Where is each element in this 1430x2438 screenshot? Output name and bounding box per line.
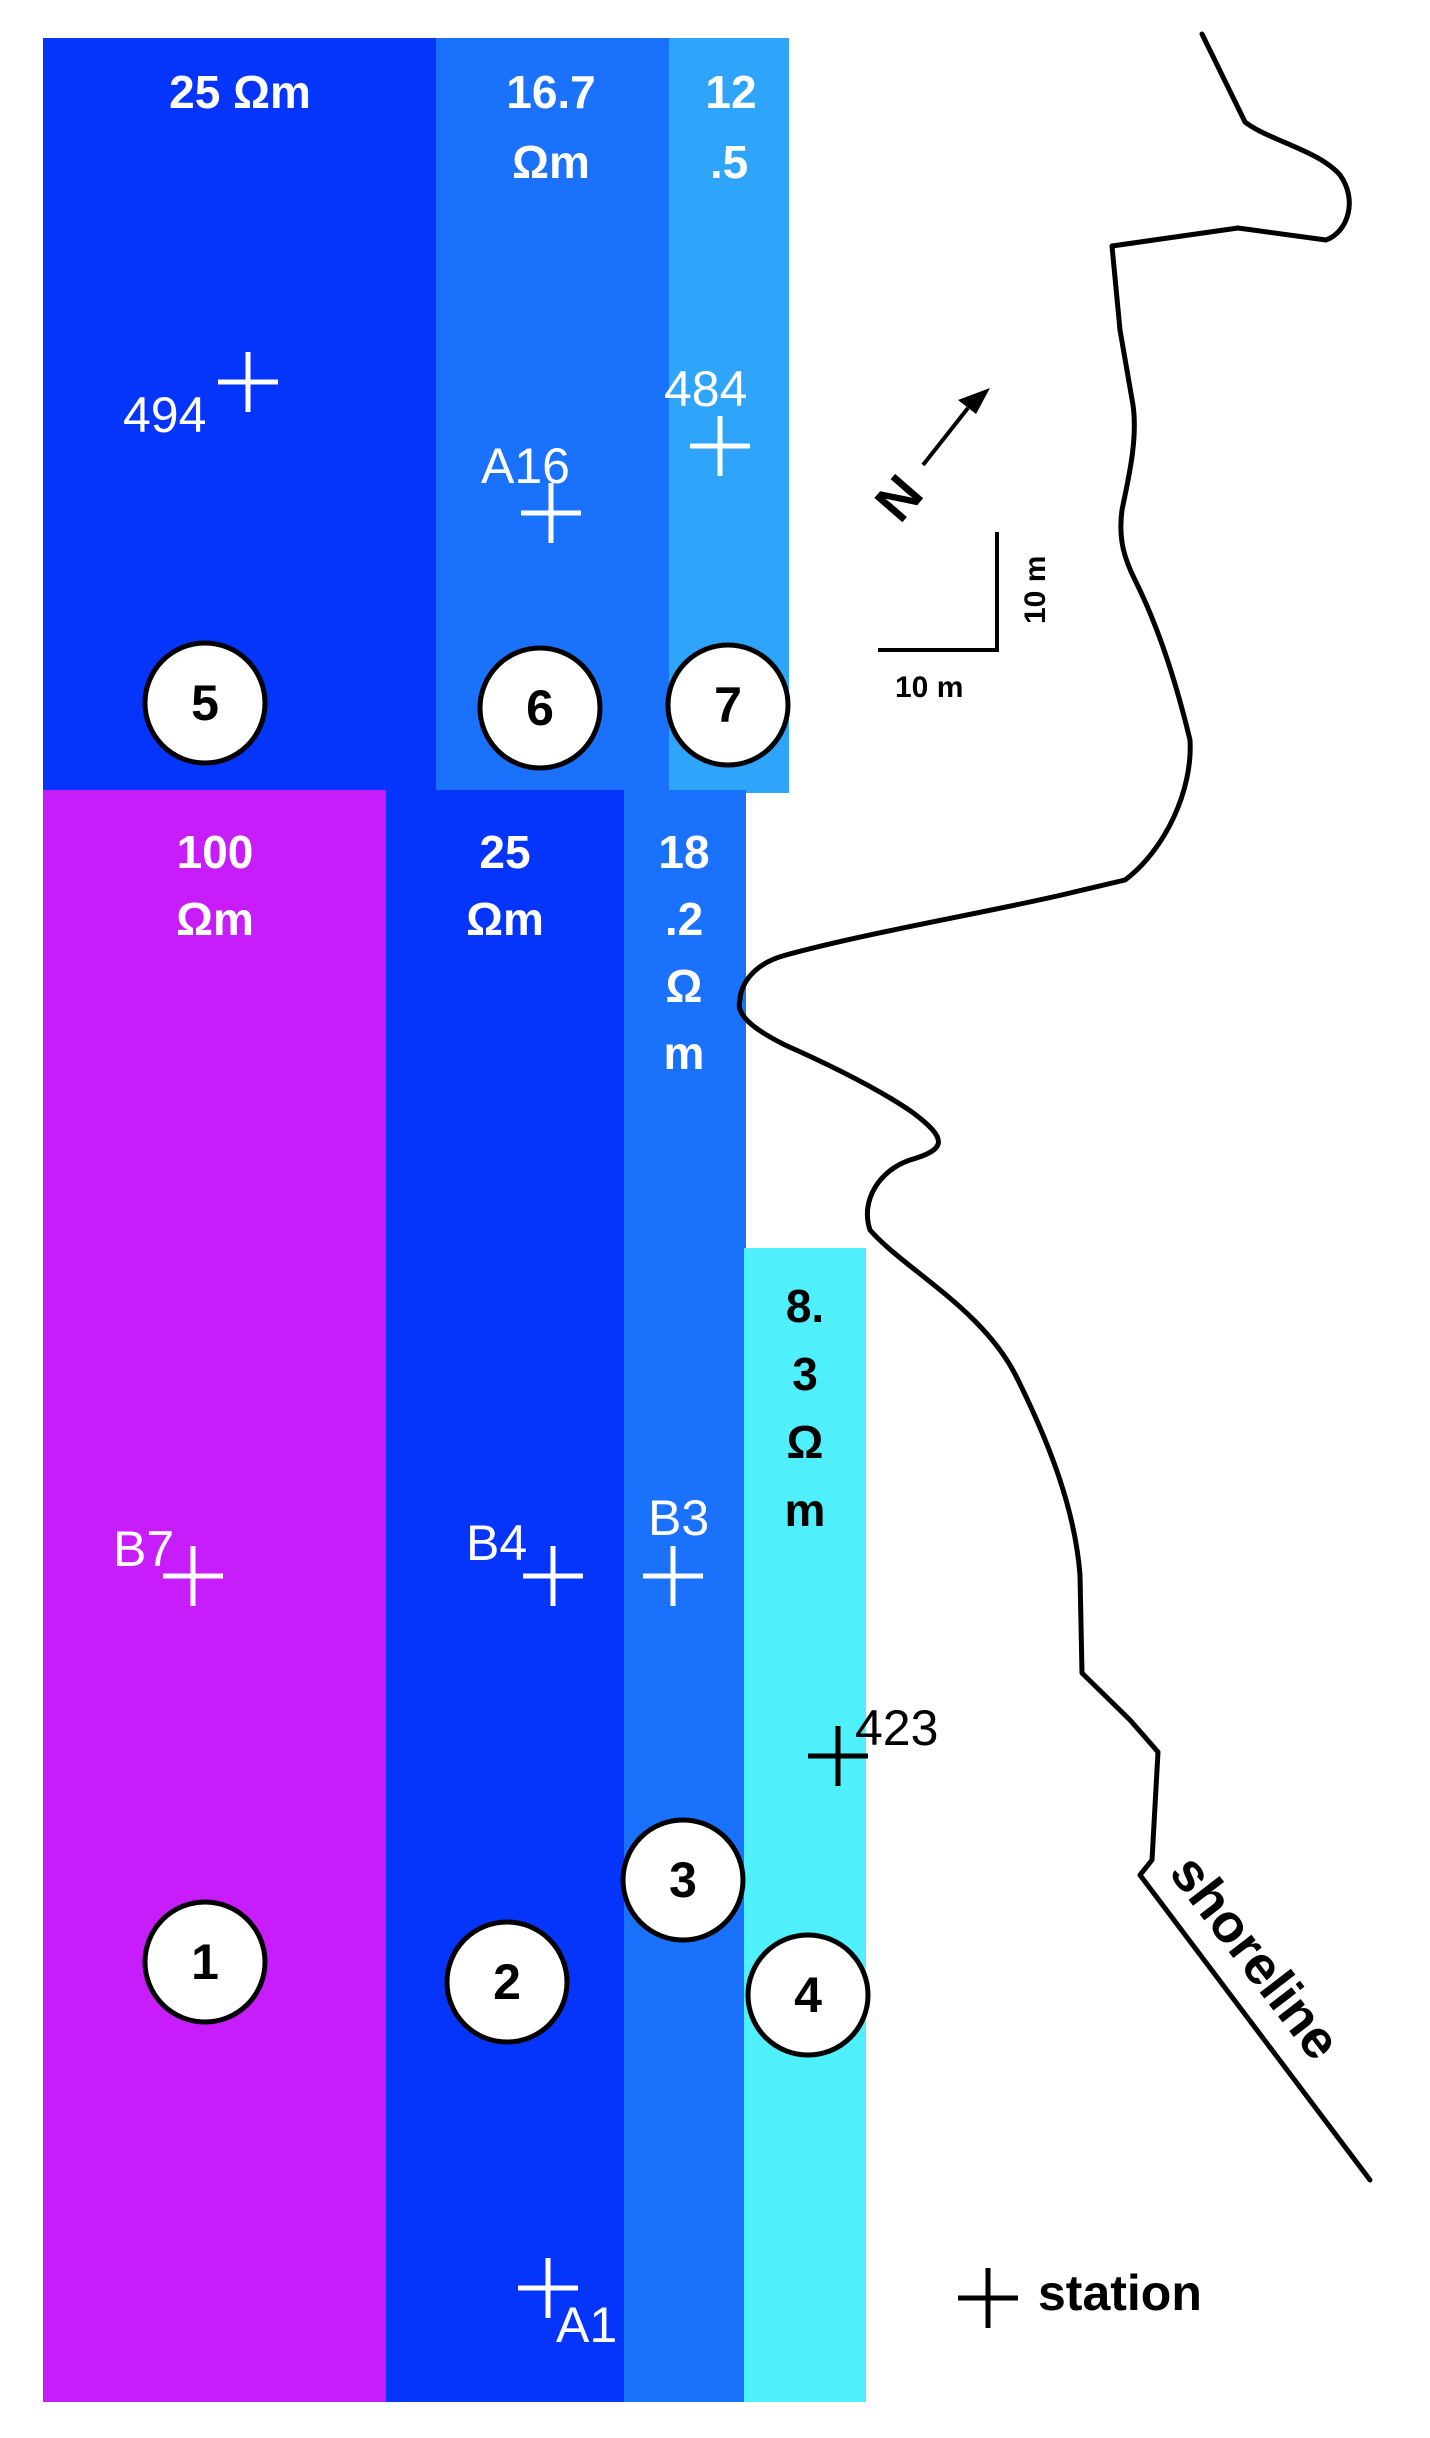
circle-4: 4 — [745, 1932, 871, 2058]
circle-1: 1 — [142, 1899, 268, 2025]
circle-2-number: 2 — [493, 1954, 521, 2010]
scale-bar: 10 m 10 m — [878, 532, 1052, 704]
circle-5: 5 — [142, 640, 268, 766]
station-label: A1 — [556, 2297, 617, 2353]
block-1-label-line2: Ωm — [176, 893, 254, 945]
station-423: 423 — [808, 1700, 938, 1786]
station-marker-icon — [523, 1546, 583, 1606]
north-arrowhead-icon — [958, 388, 990, 414]
circle-3: 3 — [620, 1817, 746, 1943]
station-A16: A16 — [481, 438, 581, 543]
station-marker-icon — [521, 483, 581, 543]
block-7-label-line1: 12 — [705, 66, 756, 118]
shoreline-label: shoreline — [1158, 1844, 1352, 2071]
scale-horizontal-label: 10 m — [895, 671, 963, 704]
block-3-label-line4: m — [664, 1027, 705, 1079]
block-3-label-line2: .2 — [665, 893, 703, 945]
circle-2: 2 — [444, 1919, 570, 2045]
station-B4: B4 — [466, 1515, 583, 1606]
circle-6: 6 — [477, 645, 603, 771]
station-marker-icon — [690, 416, 750, 476]
circle-5-number: 5 — [191, 675, 219, 731]
block-7-label-line2: .5 — [710, 136, 748, 188]
block-3-label-line1: 18 — [658, 826, 709, 878]
station-label: 484 — [664, 361, 747, 417]
station-label: B4 — [466, 1515, 527, 1571]
block-6-label-line1: 16.7 — [506, 66, 596, 118]
legend-label: station — [1038, 2265, 1202, 2321]
station-494: 494 — [123, 352, 278, 443]
resistivity-blocks — [43, 38, 866, 2402]
block-2 — [386, 790, 626, 2402]
block-4-label-line2: 3 — [792, 1348, 818, 1400]
station-484: 484 — [664, 361, 750, 476]
station-label: 494 — [123, 387, 206, 443]
stations: 494 A16 484 B7 B4 B3 423 A1 — [113, 352, 938, 2353]
station-B7: B7 — [113, 1521, 223, 1606]
legend: station — [958, 2265, 1202, 2328]
block-1-label-line1: 100 — [177, 826, 254, 878]
north-arrow: N — [864, 388, 990, 533]
block-4-label-line4: m — [785, 1484, 826, 1536]
station-marker-icon — [218, 352, 278, 412]
block-2-label-line1: 25 — [479, 826, 530, 878]
station-B3: B3 — [643, 1490, 709, 1606]
station-label: A16 — [481, 438, 570, 494]
station-A1: A1 — [518, 2258, 617, 2353]
block-1 — [43, 790, 388, 2402]
station-legend-icon — [958, 2268, 1018, 2328]
shoreline-line — [736, 31, 1373, 2183]
station-marker-icon — [643, 1546, 703, 1606]
scale-vertical-label: 10 m — [1019, 556, 1052, 624]
station-marker-icon — [808, 1726, 868, 1786]
north-label: N — [864, 464, 935, 533]
station-label: 423 — [855, 1700, 938, 1756]
block-6-label-line2: Ωm — [512, 136, 590, 188]
circle-1-number: 1 — [191, 1934, 219, 1990]
circle-3-number: 3 — [669, 1852, 697, 1908]
block-3 — [624, 790, 746, 2402]
station-label: B7 — [113, 1521, 174, 1577]
circle-6-number: 6 — [526, 680, 554, 736]
station-label: B3 — [648, 1490, 709, 1546]
circle-4-number: 4 — [794, 1967, 822, 2023]
block-numbers: 5 6 7 1 2 3 4 — [142, 640, 871, 2058]
north-arrow-icon — [921, 406, 970, 467]
scale-bar-icon — [878, 532, 999, 652]
block-5-label: 25 Ωm — [169, 66, 311, 118]
block-4 — [744, 1248, 866, 2402]
block-3-label-line3: Ω — [666, 960, 703, 1012]
station-marker-icon — [163, 1546, 223, 1606]
circle-7: 7 — [665, 642, 791, 768]
circle-7-number: 7 — [714, 677, 742, 733]
block-labels: 25 Ωm 16.7 Ωm 12 .5 100 Ωm 25 Ωm 18 .2 Ω… — [169, 66, 825, 1536]
block-2-label-line2: Ωm — [466, 893, 544, 945]
block-4-label-line3: Ω — [787, 1416, 824, 1468]
block-4-label-line1: 8. — [786, 1280, 824, 1332]
station-marker-icon — [518, 2258, 578, 2318]
